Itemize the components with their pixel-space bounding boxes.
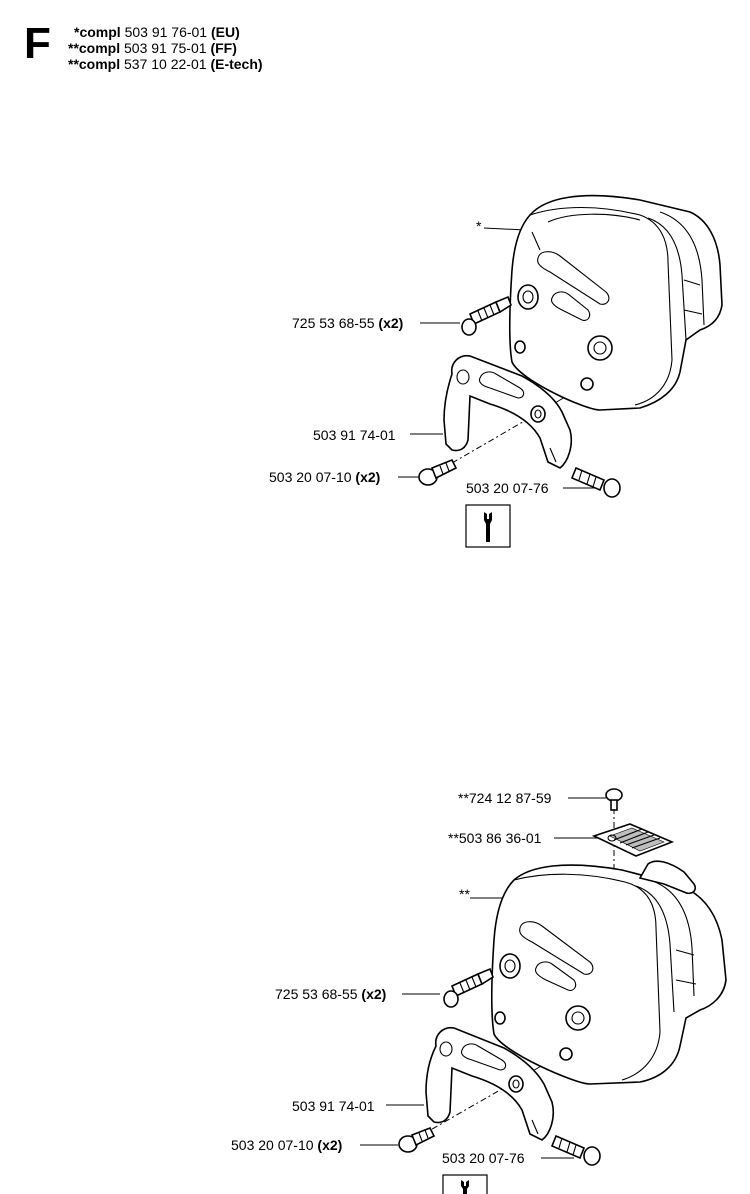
screw-top-bottom (605, 788, 623, 811)
compl-line-eu: *compl 503 91 76-01 (EU) (74, 24, 240, 40)
callout-spark-screen: **503 86 36-01 (448, 830, 542, 846)
bracket-bottom (425, 1026, 555, 1141)
callout-bracket-top: 503 91 74-01 (313, 427, 396, 443)
section-letter: F (24, 19, 51, 68)
leader-muffler-top (483, 227, 527, 231)
screw-right-top (570, 466, 621, 498)
muffler-bottom (490, 860, 727, 1085)
spark-screen (591, 823, 675, 857)
compl-line-etech: **compl 537 10 22-01 (E-tech) (68, 56, 263, 72)
bracket-top (443, 354, 573, 469)
screw-upper-top (461, 295, 512, 336)
wrench-icon (465, 504, 511, 548)
callout-screw-right-bottom: 503 20 07-76 (442, 1150, 525, 1166)
callout-muffler-bottom: ** (459, 886, 470, 902)
wrench-icon (442, 1174, 488, 1194)
screw-lower-bottom (398, 1126, 436, 1153)
callout-screw-lower-top: 503 20 07-10 (x2) (269, 469, 381, 485)
screw-upper-bottom (443, 967, 494, 1008)
muffler-top (508, 194, 723, 411)
screw-right-bottom (550, 1134, 601, 1166)
callout-screw-upper-top: 725 53 68-55 (x2) (292, 315, 404, 331)
callout-bracket-bottom: 503 91 74-01 (292, 1098, 375, 1114)
compl-line-ff: **compl 503 91 75-01 (FF) (68, 40, 237, 56)
callout-muffler-top: * (476, 218, 482, 234)
muffler-assembly-top (398, 194, 723, 548)
callout-screw-lower-bottom: 503 20 07-10 (x2) (231, 1137, 343, 1153)
callout-screw-upper-bottom: 725 53 68-55 (x2) (275, 986, 387, 1002)
screw-lower-top (418, 458, 458, 486)
muffler-assembly-bottom (360, 788, 727, 1194)
callout-screw-top-bottom: **724 12 87-59 (458, 790, 552, 806)
callout-screw-right-top: 503 20 07-76 (466, 480, 549, 496)
